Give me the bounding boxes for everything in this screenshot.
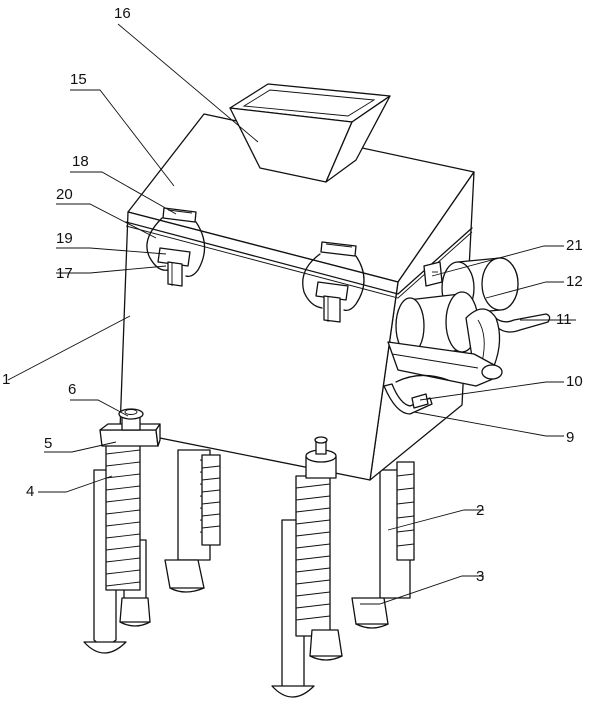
front-right-spring xyxy=(295,475,331,637)
reference-labels: 16 15 18 20 19 17 1 6 5 4 21 12 11 10 9 … xyxy=(2,5,583,585)
side-rollers xyxy=(383,257,551,415)
label-9: 9 xyxy=(566,429,574,446)
rear-left-leg-spring xyxy=(199,454,221,546)
label-15: 15 xyxy=(70,71,87,88)
rear-right-leg-spring xyxy=(396,461,415,561)
label-3: 3 xyxy=(476,568,484,585)
label-2: 2 xyxy=(476,502,484,519)
label-6: 6 xyxy=(68,381,76,398)
rear-right-leg xyxy=(351,461,415,629)
front-right-leg xyxy=(271,436,343,698)
foot-pad xyxy=(271,685,315,698)
leader-lines xyxy=(7,23,576,605)
body-front-face xyxy=(119,211,399,481)
label-12: 12 xyxy=(566,273,583,290)
sensor-block xyxy=(423,261,443,287)
adjust-knob xyxy=(305,436,337,479)
foot-pad xyxy=(351,597,389,625)
rear-left-leg xyxy=(164,449,221,593)
label-20: 20 xyxy=(56,186,73,203)
feed-hopper xyxy=(229,83,391,183)
latch-plate xyxy=(320,241,357,257)
label-10: 10 xyxy=(566,373,583,390)
label-19: 19 xyxy=(56,230,73,247)
adjust-knob xyxy=(118,408,144,431)
foot-pad xyxy=(83,641,127,654)
front-left-leg xyxy=(83,408,161,654)
lid-seam xyxy=(125,221,473,295)
label-1: 1 xyxy=(2,371,10,388)
label-17: 17 xyxy=(56,265,73,282)
label-21: 21 xyxy=(566,237,583,254)
label-18: 18 xyxy=(72,153,89,170)
roller-bracket xyxy=(489,311,551,333)
label-11: 11 xyxy=(556,311,572,328)
label-4: 4 xyxy=(26,483,34,500)
right-latch xyxy=(302,241,365,323)
label-5: 5 xyxy=(44,435,52,452)
label-16: 16 xyxy=(114,5,131,22)
front-left-spring xyxy=(105,441,141,591)
